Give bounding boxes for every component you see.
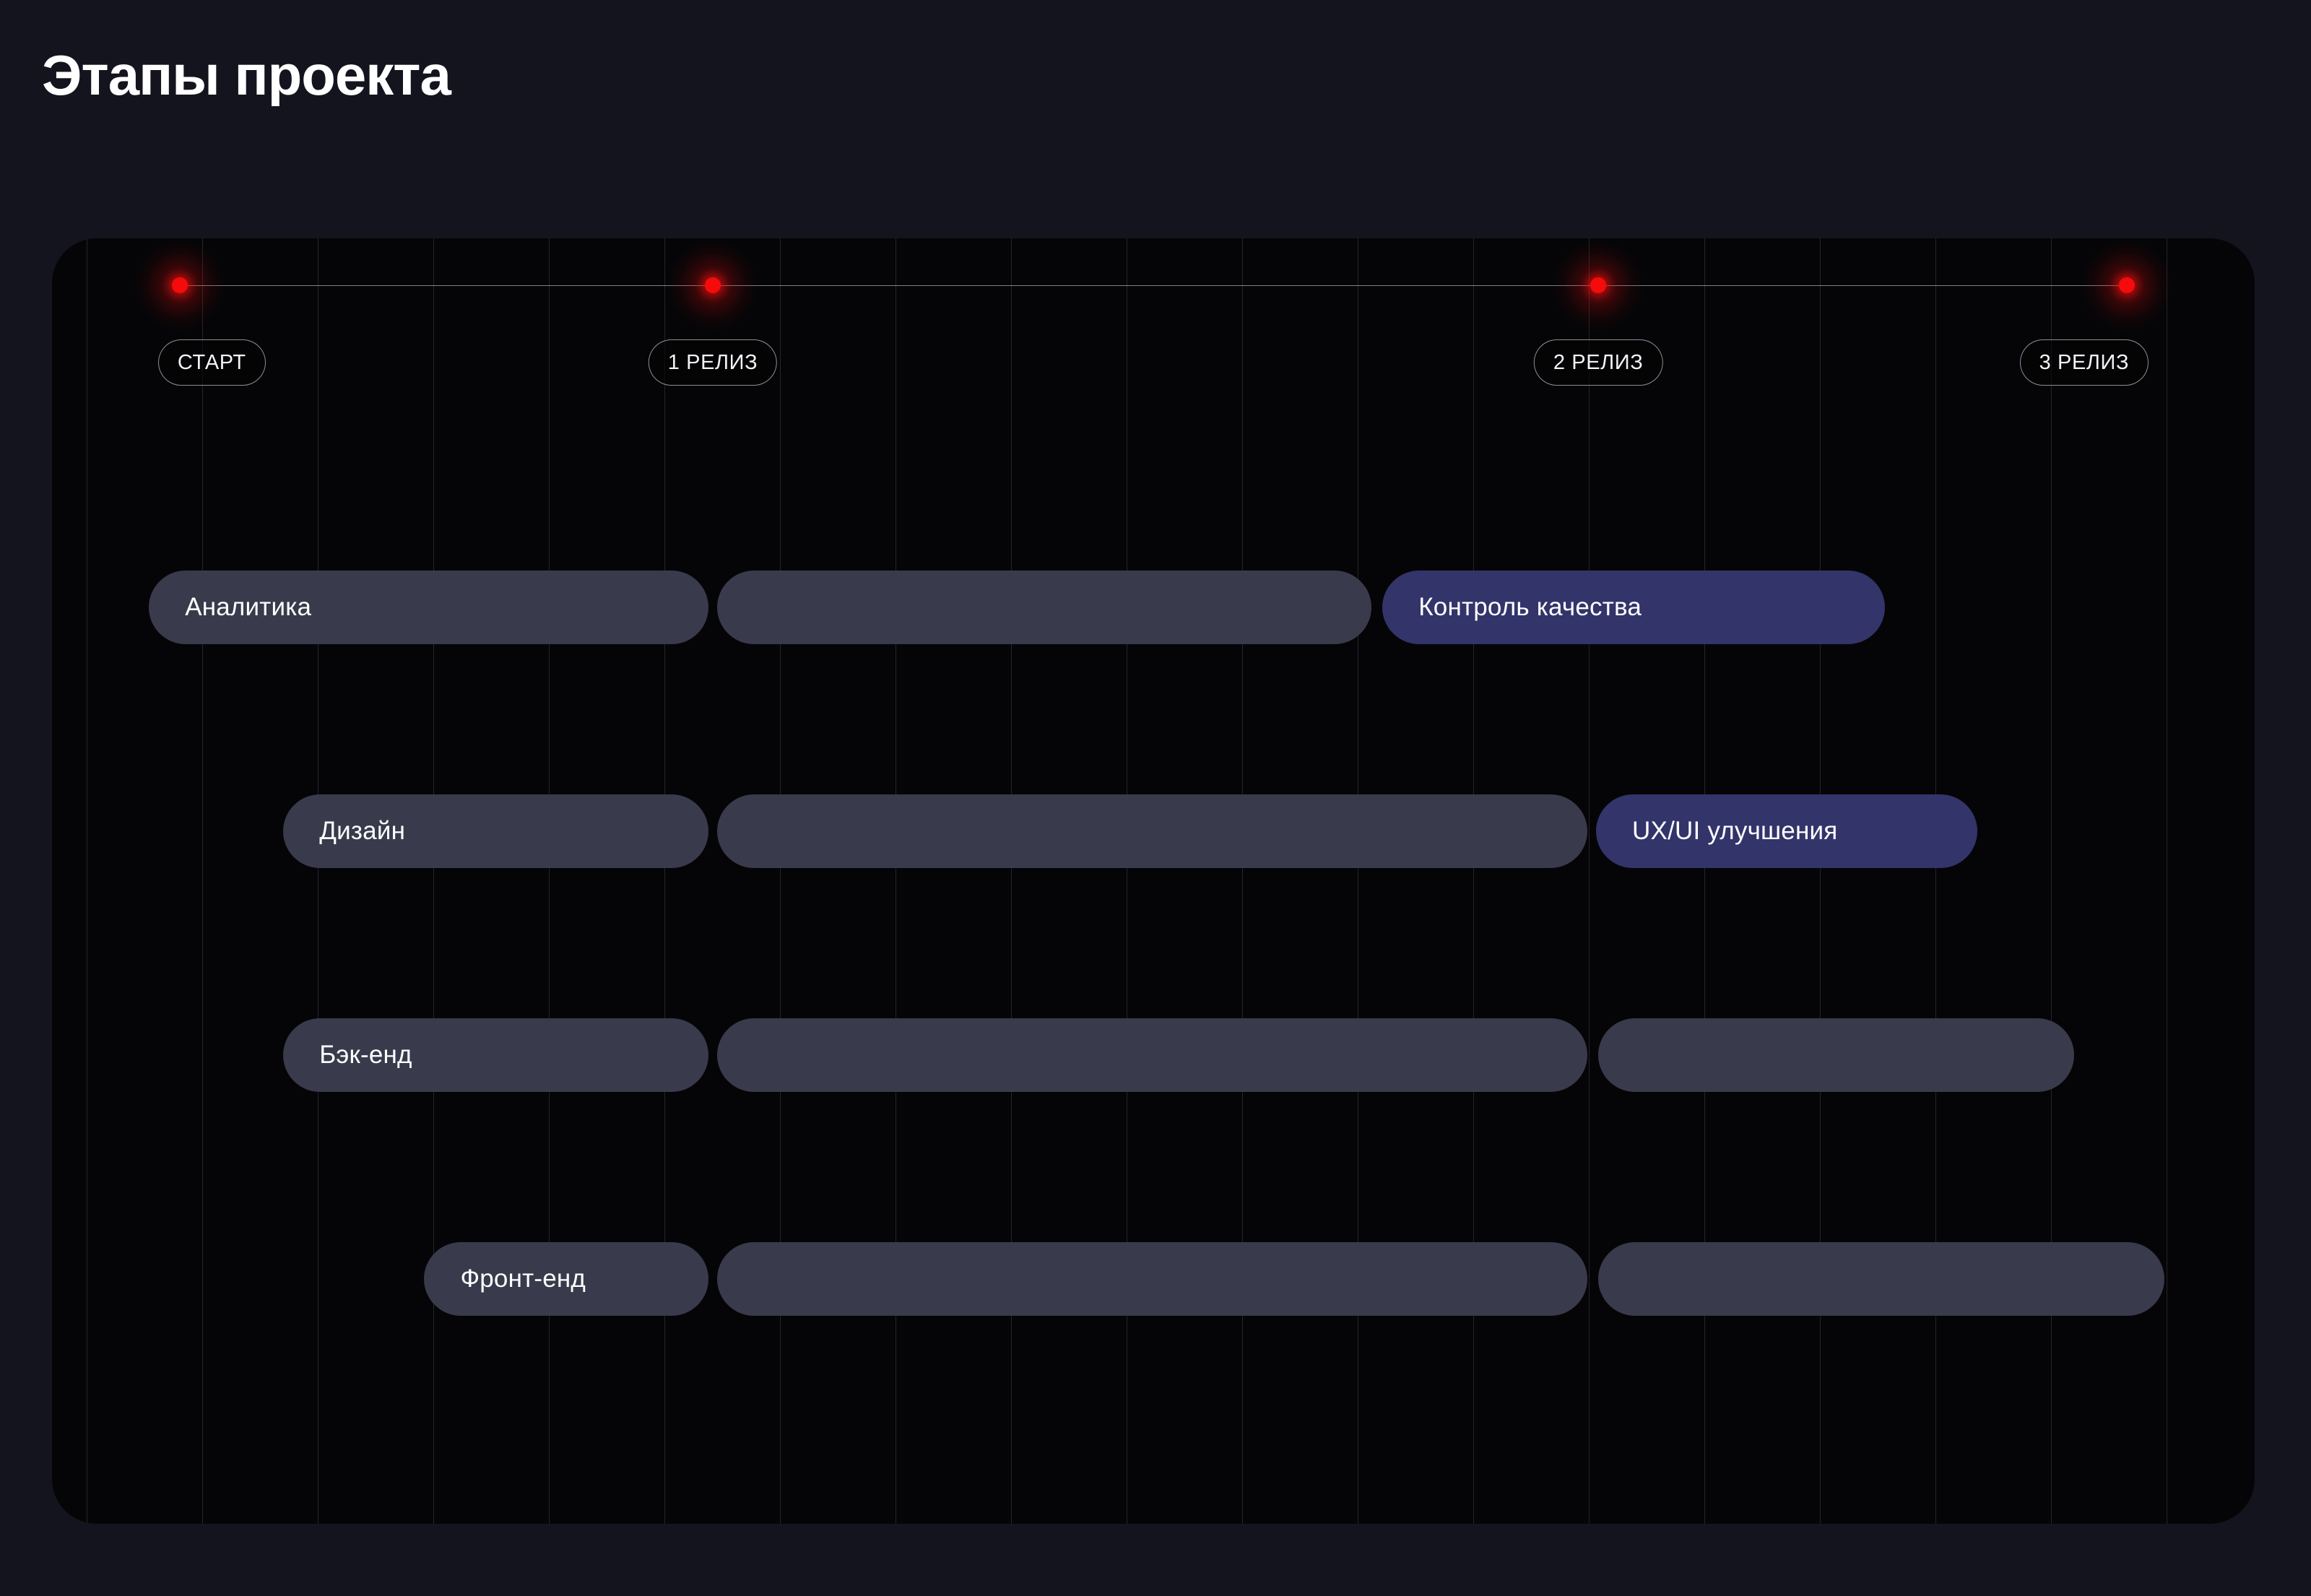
timeline-rule: [181, 285, 2126, 286]
milestone-label-badge[interactable]: СТАРТ: [157, 339, 266, 386]
milestone-dot-icon: [2119, 277, 2136, 293]
milestone-label-badge[interactable]: 1 РЕЛИЗ: [648, 339, 778, 386]
gantt-bar[interactable]: [717, 571, 1371, 644]
gantt-bar[interactable]: [1598, 1242, 2164, 1316]
gantt-bar-label: Дизайн: [319, 817, 406, 845]
gantt-bar-label: Бэк-енд: [319, 1041, 412, 1069]
gantt-bar[interactable]: UX/UI улучшения: [1596, 794, 1977, 868]
gantt-bar[interactable]: Дизайн: [283, 794, 708, 868]
gantt-chart-card: СТАРТ 1 РЕЛИЗ 2 РЕЛИЗ 3 РЕЛИЗ Аналитика Конт…: [52, 238, 2255, 1524]
milestone-label-badge[interactable]: 3 РЕЛИЗ: [2019, 339, 2149, 386]
gantt-bar-label: Фронт-енд: [460, 1265, 586, 1293]
gantt-bar-label: UX/UI улучшения: [1632, 817, 1838, 845]
timeline: СТАРТ 1 РЕЛИЗ 2 РЕЛИЗ 3 РЕЛИЗ: [52, 238, 2255, 1524]
gantt-bar[interactable]: Бэк-енд: [283, 1018, 708, 1092]
milestone-dot-icon: [705, 277, 721, 293]
gantt-bar[interactable]: Фронт-енд: [424, 1242, 708, 1316]
gantt-bar[interactable]: Аналитика: [149, 571, 708, 644]
milestone-dot-icon: [1590, 277, 1607, 293]
gantt-bar[interactable]: [717, 1018, 1587, 1092]
gantt-bar-label: Аналитика: [185, 593, 312, 621]
gantt-bar[interactable]: [717, 1242, 1587, 1316]
gantt-bar[interactable]: [717, 794, 1587, 868]
gantt-bar[interactable]: [1598, 1018, 2074, 1092]
milestone-dot-icon: [171, 277, 188, 293]
milestone-label-badge[interactable]: 2 РЕЛИЗ: [1533, 339, 1663, 386]
gantt-bar-label: Контроль качества: [1418, 593, 1642, 621]
page-title: Этапы проекта: [42, 43, 451, 107]
gantt-bar[interactable]: Контроль качества: [1382, 571, 1885, 644]
